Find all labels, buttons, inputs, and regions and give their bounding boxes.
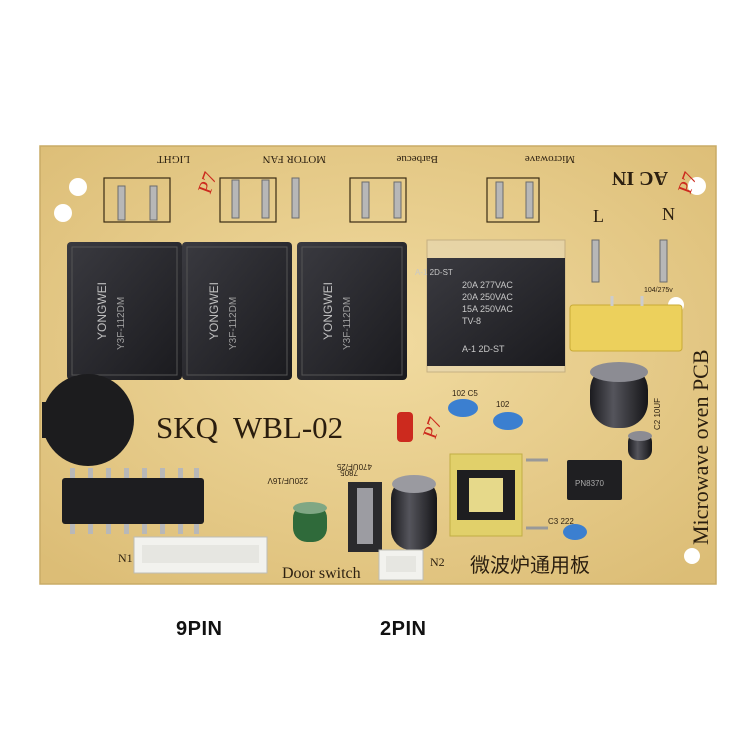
spade-terminals	[117, 177, 668, 283]
relay-spec-line-5: TV-8	[462, 316, 481, 326]
relay-k2	[297, 242, 407, 380]
cap-c3-label: C3 222	[548, 517, 574, 526]
voltage-regulator	[348, 482, 382, 552]
neutral-mark: N	[662, 204, 675, 224]
label-2pin: 2PIN	[380, 618, 427, 640]
reg-7805-label: 7805	[340, 468, 358, 477]
relay-spec-line-4: 20A 277VAC	[462, 280, 513, 290]
red-led	[397, 412, 413, 442]
cap-c5-label: 102 C5	[452, 389, 478, 398]
power-relay: A-1 2D-ST	[415, 239, 566, 373]
blue-capacitors	[448, 399, 587, 540]
connector-9pin	[133, 536, 268, 574]
model-silk: SKQ WBL-02	[156, 410, 343, 445]
terminal-outlines	[103, 177, 540, 223]
small-ic: PN8370	[567, 460, 622, 500]
transformer	[449, 453, 548, 537]
small-ic-label: PN8370	[575, 479, 604, 488]
relay-brand-2: YONGWEI	[207, 282, 221, 340]
electrolytic-capacitors	[293, 362, 652, 550]
relay-spec-line-1: A-1 2D-ST	[462, 344, 505, 354]
relay-model-3: Y3F-112DM	[342, 297, 353, 350]
n2-label: N2	[430, 555, 445, 569]
cap-c2-label: C2 10UF	[653, 398, 662, 430]
capacitor-rating: 104/275v	[644, 287, 673, 294]
x-capacitor	[569, 304, 683, 352]
door-switch-label: Door switch	[282, 565, 361, 582]
light-label: LIGHT	[157, 153, 190, 165]
motor-fan-label: MOTOR FAN	[262, 153, 326, 165]
relay-k4	[67, 242, 182, 380]
ac-in-label: AC IN	[611, 167, 668, 189]
microwave-label: Microwave	[525, 153, 575, 165]
relay-model-1: Y3F-112DM	[116, 297, 127, 350]
cap-220-label: 220UF/16V	[267, 476, 308, 485]
barbecue-label: Barbecue	[396, 153, 438, 165]
relay-spec-line-3: 20A 250VAC	[462, 292, 513, 302]
buzzer	[42, 374, 134, 466]
mounting-holes	[54, 177, 706, 564]
relay-brand-1: YONGWEI	[95, 282, 109, 340]
cap-c4-label: 102	[496, 400, 510, 409]
side-silk: Microwave oven PCB	[688, 349, 713, 545]
relay-brand-3: YONGWEI	[321, 282, 335, 340]
relay-k3	[182, 242, 292, 380]
chinese-silk: 微波炉通用板	[470, 553, 590, 577]
n1-label: N1	[118, 551, 133, 565]
connector-2pin	[378, 549, 424, 581]
relay-spec-1: A-1 2D-ST	[415, 268, 453, 277]
relay-model-2: Y3F-112DM	[228, 297, 239, 350]
dip-ic	[62, 468, 204, 534]
label-9pin: 9PIN	[176, 618, 223, 640]
relay-spec-line-2: 15A 250VAC	[462, 304, 513, 314]
cap-470-label: 470UF/25	[336, 462, 372, 471]
live-mark: L	[593, 206, 604, 226]
